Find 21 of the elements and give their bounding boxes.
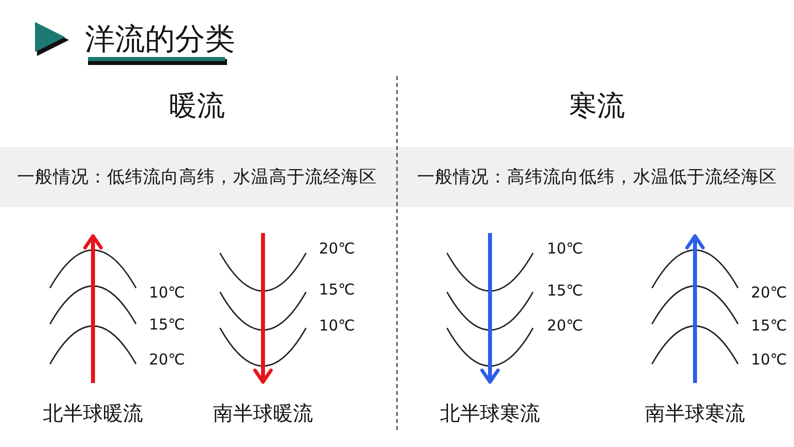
temperature-label: 15℃ [547, 284, 583, 298]
temperature-label: 15℃ [319, 282, 355, 298]
temperature-label: 10℃ [547, 242, 583, 256]
temperature-label: 20℃ [751, 286, 787, 300]
slide-title: 洋流的分类 [85, 25, 235, 55]
diagram-caption: 南半球暖流 [213, 403, 313, 423]
description-text: 一般情况：高纬流向低纬，水温低于流经海区 [417, 169, 777, 187]
temperature-label: 20℃ [319, 242, 355, 256]
diagram-caption: 北半球暖流 [43, 403, 143, 423]
temperature-label: 20℃ [149, 352, 185, 368]
temperature-label: 10℃ [149, 286, 185, 300]
diagram-caption: 南半球寒流 [645, 403, 745, 423]
section-heading: 寒流 [569, 92, 625, 120]
diagram-caption: 北半球寒流 [440, 403, 540, 423]
temperature-label: 15℃ [149, 318, 185, 332]
section-heading: 暖流 [169, 92, 225, 120]
description-text: 一般情况：低纬流向高纬，水温高于流经海区 [17, 169, 377, 187]
temperature-label: 15℃ [751, 318, 787, 334]
temperature-label: 10℃ [319, 318, 355, 334]
temperature-label: 20℃ [547, 318, 583, 334]
temperature-label: 10℃ [751, 352, 787, 368]
